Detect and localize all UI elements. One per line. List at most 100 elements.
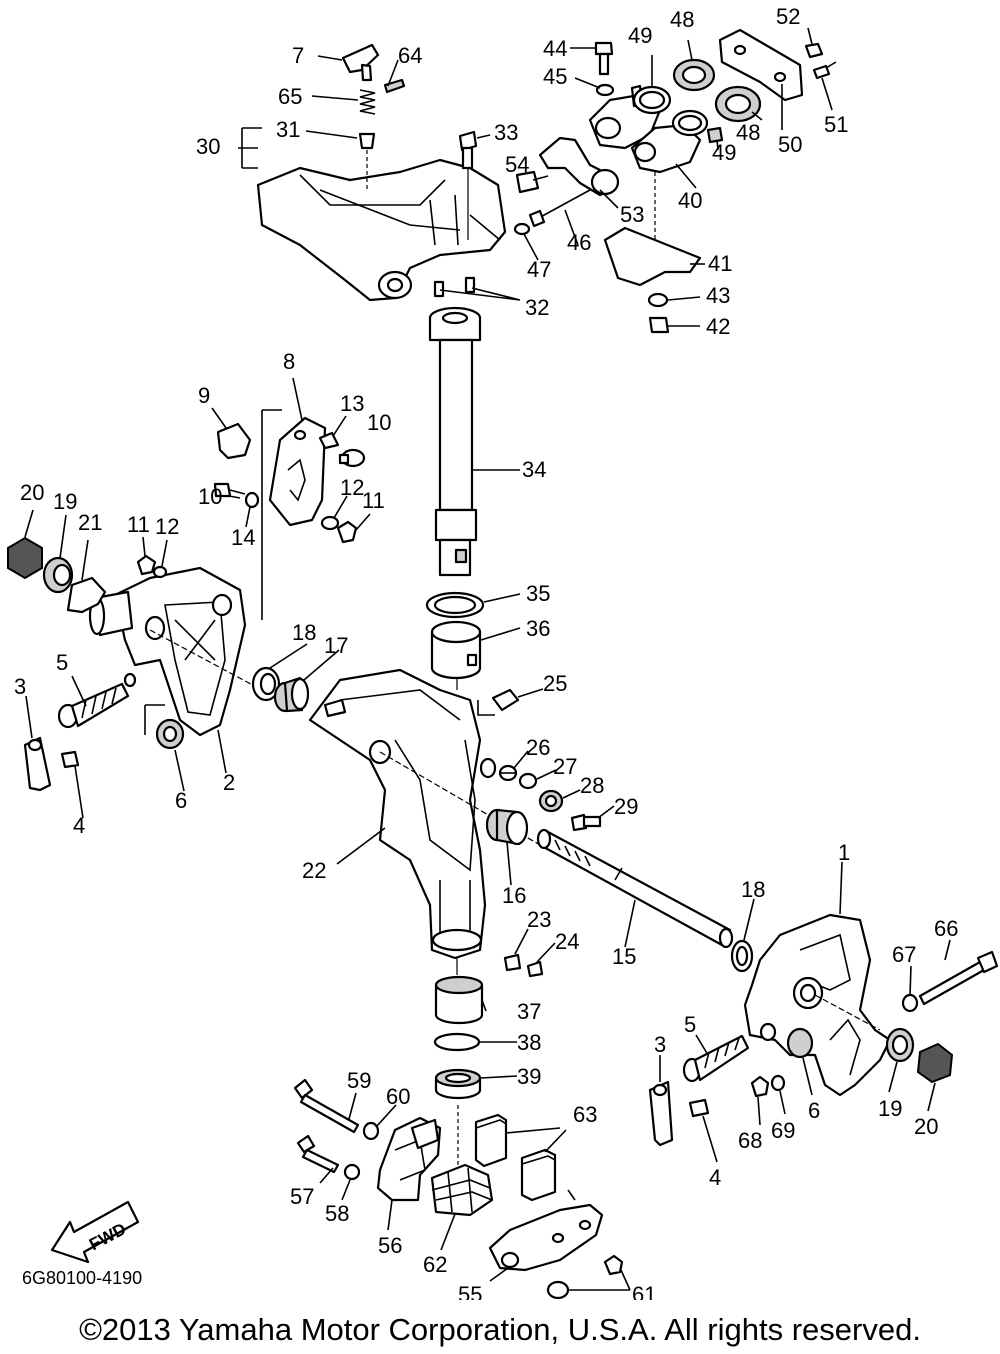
- callout-label: 44: [543, 36, 567, 61]
- callout-label: 67: [892, 942, 916, 967]
- spring-26: [498, 764, 518, 782]
- callout-label: 29: [614, 794, 638, 819]
- bushing-48-lower: [714, 85, 762, 123]
- callout-label: 5: [684, 1012, 696, 1037]
- callout-label: 45: [543, 64, 567, 89]
- washer-12: [320, 515, 340, 531]
- damper-63-a: [474, 1113, 508, 1168]
- holder-lower-40: [630, 123, 702, 250]
- callout-label: 6: [175, 788, 187, 813]
- callout-label: 40: [678, 188, 702, 213]
- callout-label: 53: [620, 202, 644, 227]
- callout-label: 57: [290, 1184, 314, 1209]
- callout-label: 19: [878, 1096, 902, 1121]
- callout-label: 33: [494, 120, 518, 145]
- callout-label: 41: [708, 251, 732, 276]
- bolt-42: [648, 316, 670, 334]
- bushing-19-left: [42, 556, 74, 594]
- callout-label: 17: [324, 633, 348, 658]
- callout-label: 42: [706, 314, 730, 339]
- callout-label: 62: [423, 1252, 447, 1277]
- callout-label: 20: [914, 1114, 938, 1139]
- callout-label: 11: [127, 512, 150, 537]
- washer-12-left: [152, 565, 168, 579]
- callout-label: 3: [654, 1032, 666, 1057]
- plate-21: [66, 576, 107, 614]
- callout-label: 24: [555, 929, 579, 954]
- nut-68: [750, 1075, 770, 1098]
- screw-51: [812, 61, 837, 80]
- callout-label: 14: [231, 525, 255, 550]
- grease-nipple-54: [515, 170, 540, 194]
- callout-labels: 7 64 65 31 30 33 44 45 49 48 52 51 50 48…: [14, 4, 958, 1300]
- callout-label: 43: [706, 283, 730, 308]
- bolt-23: [503, 953, 522, 972]
- callout-label: 18: [741, 877, 765, 902]
- diagram-code: 6G80100-4190: [22, 1268, 143, 1288]
- washer-58: [343, 1163, 361, 1181]
- clamp-bracket-left: [88, 566, 263, 737]
- callout-label: 7: [292, 43, 304, 68]
- bolt-59: [293, 1078, 360, 1134]
- bushing-37: [434, 975, 484, 1025]
- callout-label: 59: [347, 1068, 371, 1093]
- callout-label: 61: [632, 1282, 656, 1300]
- callout-label: 4: [73, 813, 85, 838]
- washer-69: [770, 1074, 786, 1092]
- callout-label: 54: [505, 152, 529, 177]
- pin-4-left: [60, 750, 80, 769]
- callout-label: 22: [302, 858, 326, 883]
- callout-label: 23: [527, 907, 551, 932]
- grease-pins: [433, 276, 476, 298]
- callout-label: 52: [776, 4, 800, 29]
- washer-14: [244, 491, 260, 509]
- callout-label: 50: [778, 132, 802, 157]
- callout-label: 4: [709, 1165, 721, 1190]
- steering-pipe: [428, 306, 482, 577]
- bolt-10-upper: [338, 448, 366, 468]
- nut-11: [336, 520, 358, 544]
- bushing-48-upper: [672, 58, 716, 92]
- spring: [359, 89, 376, 115]
- nut-61-a: [603, 1254, 624, 1276]
- bolt-24: [526, 960, 544, 978]
- lever-3-right: [648, 1080, 674, 1147]
- callout-label: 12: [340, 475, 364, 500]
- callout-label: 15: [612, 944, 636, 969]
- bushing-36: [430, 620, 482, 680]
- callout-label: 12: [155, 514, 179, 539]
- fwd-direction-arrow-icon: [50, 1200, 140, 1264]
- callout-label: 8: [283, 349, 295, 374]
- callout-label: 37: [517, 999, 541, 1024]
- clamp-bracket-right: [743, 913, 892, 1097]
- callout-label: 65: [278, 84, 302, 109]
- callout-label: 47: [527, 257, 551, 282]
- callout-label: 19: [53, 489, 77, 514]
- diagram-drawing: FWD: [7, 4, 999, 1300]
- washer-67: [901, 993, 919, 1013]
- plate-50: [718, 28, 804, 102]
- callout-label: 5: [56, 650, 68, 675]
- callout-label: 26: [526, 735, 550, 760]
- bolt-5-left: [57, 672, 137, 729]
- bushing-17: [273, 676, 310, 713]
- nut-11-left: [136, 554, 157, 576]
- nut-13: [318, 431, 340, 450]
- callout-label: 60: [386, 1084, 410, 1109]
- callout-label: 48: [670, 7, 694, 32]
- washer-18-left: [251, 666, 281, 702]
- seal-49-lower: [671, 109, 724, 144]
- bolt-57: [296, 1134, 340, 1174]
- stopper-6-left: [144, 704, 185, 750]
- washer-60: [362, 1121, 380, 1141]
- bolt-66: [918, 950, 999, 1006]
- callout-label: 10: [198, 484, 222, 509]
- callout-label: 48: [736, 120, 760, 145]
- callout-label: 1: [838, 840, 850, 865]
- friction-plate: [261, 409, 327, 620]
- callout-label: 3: [14, 674, 26, 699]
- collar-28: [538, 789, 564, 813]
- plug-31: [358, 132, 376, 190]
- washer-43: [647, 292, 669, 308]
- lock-lever: [341, 43, 406, 94]
